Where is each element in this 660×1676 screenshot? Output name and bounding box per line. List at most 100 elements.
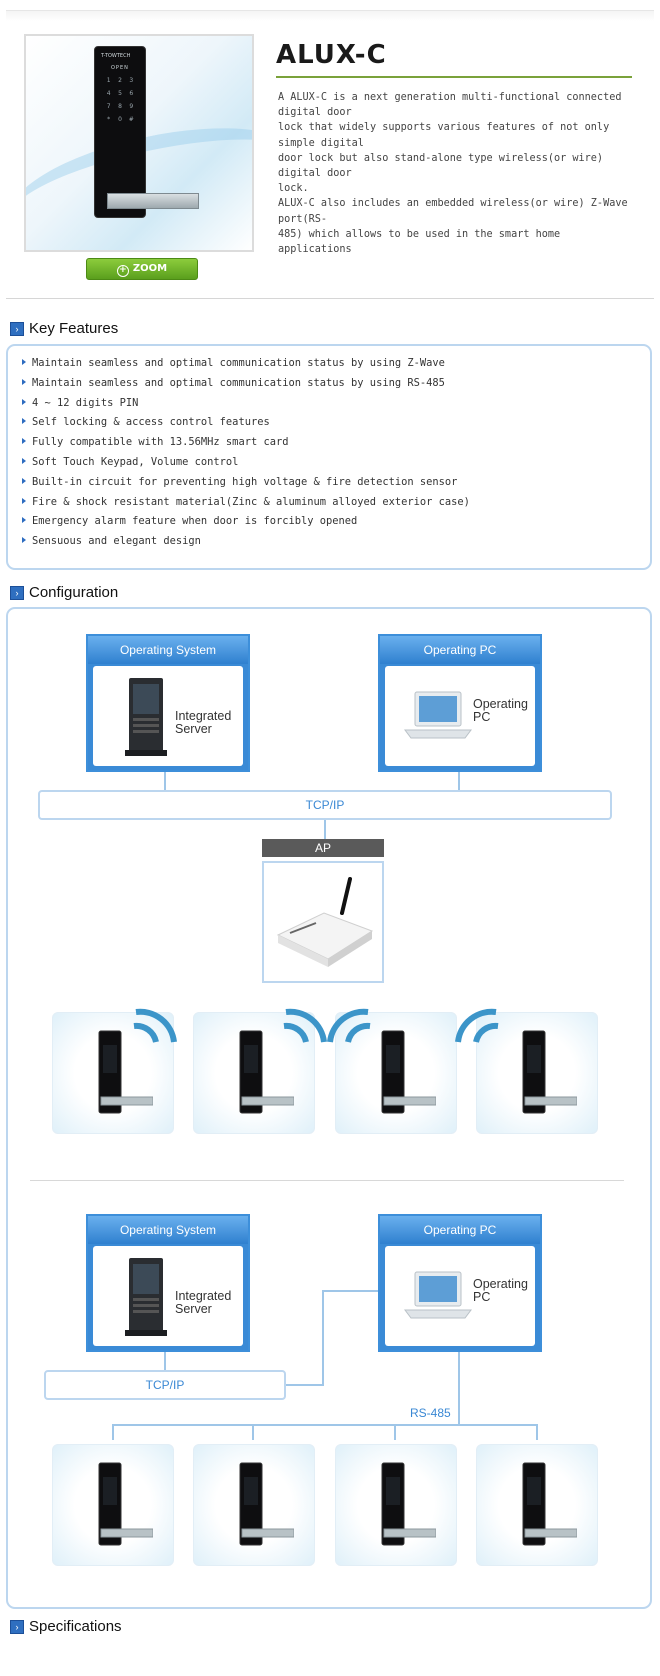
wifi-signal-icon — [283, 1008, 327, 1043]
configuration-divider — [30, 1180, 624, 1181]
pc-label-line: Operating — [473, 697, 528, 711]
laptop-icon — [404, 691, 472, 739]
feature-text: Built-in circuit for preventing high vol… — [32, 475, 458, 488]
description-line: door lock but also stand-alone type wire… — [278, 152, 604, 180]
bullet-arrow-icon — [22, 497, 26, 504]
feature-item: Fully compatible with 13.56MHz smart car… — [22, 433, 650, 453]
door-lock-card — [193, 1012, 315, 1134]
lock-key: 0 — [118, 116, 122, 123]
door-lock-card — [335, 1444, 457, 1566]
connector-line — [394, 1424, 396, 1440]
description-line: ALUX-C also includes an embedded wireles… — [278, 198, 628, 225]
configuration-heading-text: Configuration — [29, 584, 119, 601]
connector-line — [536, 1424, 538, 1440]
server-tower-icon — [125, 678, 167, 756]
description-line: A ALUX-C is a next generation multi-func… — [278, 92, 622, 119]
header-divider — [6, 298, 654, 299]
panel-body: Operating PC — [385, 666, 535, 766]
pc-label-line: PC — [473, 710, 491, 724]
door-lock-card — [476, 1444, 598, 1566]
description-line: lock that widely supports various featur… — [278, 122, 610, 149]
bullet-arrow-icon — [22, 378, 26, 385]
server-label-line: Server — [175, 722, 212, 736]
bullet-arrow-icon — [22, 438, 26, 445]
server-label-line: Integrated — [175, 1289, 232, 1303]
feature-item: Emergency alarm feature when door is for… — [22, 512, 650, 532]
lock-brand-logo: T-TOWTECH — [101, 53, 131, 59]
wifi-signal-icon — [133, 1008, 177, 1043]
bullet-arrow-icon — [22, 517, 26, 524]
panel-title: Operating System — [88, 636, 248, 664]
bullet-arrow-icon — [22, 398, 26, 405]
lock-key: 4 — [106, 90, 111, 97]
door-lock-card — [52, 1012, 174, 1134]
tcp-ip-bus: TCP/IP — [44, 1370, 286, 1400]
door-lock-icon — [98, 1462, 153, 1546]
door-lock-icon — [239, 1030, 294, 1114]
server-label: Integrated Server — [175, 710, 231, 736]
feature-text: Emergency alarm feature when door is for… — [32, 515, 358, 528]
panel-title: Operating PC — [380, 636, 540, 664]
product-title: ALUX-C — [276, 40, 387, 70]
connector-line — [112, 1424, 114, 1440]
door-lock-icon — [381, 1462, 436, 1546]
laptop-icon — [404, 1271, 472, 1319]
connector-line — [324, 817, 326, 839]
key-features-box: Maintain seamless and optimal communicat… — [6, 344, 652, 570]
feature-text: Soft Touch Keypad, Volume control — [32, 455, 239, 468]
feature-item: Self locking & access control features — [22, 413, 650, 433]
door-lock-icon — [98, 1030, 153, 1114]
section-arrow-icon: › — [10, 586, 24, 600]
specifications-heading: ›Specifications — [10, 1618, 122, 1635]
connector-line — [164, 770, 166, 790]
feature-text: Maintain seamless and optimal communicat… — [32, 376, 445, 389]
operating-pc-panel: Operating PC Operating PC — [378, 1214, 542, 1352]
wifi-signal-icon — [327, 1008, 371, 1043]
feature-item: Maintain seamless and optimal communicat… — [22, 354, 650, 374]
pc-label-line: PC — [473, 1290, 491, 1304]
connector-line — [322, 1290, 380, 1292]
operating-system-panel: Operating System Integrated Server — [86, 1214, 250, 1352]
specifications-heading-text: Specifications — [29, 1618, 122, 1635]
door-lock-icon — [381, 1030, 436, 1114]
bullet-arrow-icon — [22, 477, 26, 484]
door-lock-card — [476, 1012, 598, 1134]
bullet-arrow-icon — [22, 359, 26, 365]
lock-handle — [107, 193, 199, 209]
door-lock-icon — [522, 1030, 577, 1114]
operating-pc-panel: Operating PC Operating PC — [378, 634, 542, 772]
connector-line — [322, 1290, 324, 1386]
pc-label: Operating PC — [473, 1278, 528, 1304]
configuration-heading: › Configuration — [10, 584, 118, 601]
tcp-ip-label: TCP/IP — [145, 1378, 185, 1392]
bullet-arrow-icon — [22, 537, 26, 544]
server-label-line: Server — [175, 1302, 212, 1316]
pc-label: Operating PC — [473, 698, 528, 724]
connector-line — [458, 1350, 460, 1426]
wireless-router-icon — [276, 877, 374, 967]
tcp-ip-label: TCP/IP — [305, 798, 345, 812]
pc-label-line: Operating — [473, 1277, 528, 1291]
operating-system-panel: Operating System Integrated Server — [86, 634, 250, 772]
feature-item: Built-in circuit for preventing high vol… — [22, 473, 650, 493]
server-tower-icon — [125, 1258, 167, 1336]
panel-body: Integrated Server — [93, 1246, 243, 1346]
panel-title: Operating System — [88, 1216, 248, 1244]
lock-open-label: OPEN — [111, 65, 129, 71]
server-label: Integrated Server — [175, 1290, 231, 1316]
rs485-bus-line — [112, 1424, 538, 1426]
zoom-button[interactable]: +ZOOM — [86, 258, 198, 280]
zoom-label: ZOOM — [132, 263, 168, 274]
lock-key: 2 — [118, 77, 122, 84]
panel-title: Operating PC — [380, 1216, 540, 1244]
connector-line — [164, 1350, 166, 1370]
door-lock-card — [52, 1444, 174, 1566]
access-point-frame — [262, 861, 384, 983]
lock-key: 7 — [106, 103, 111, 110]
lock-key: 3 — [129, 77, 134, 84]
lock-key: 1 — [106, 77, 111, 84]
feature-text: Fully compatible with 13.56MHz smart car… — [32, 436, 289, 449]
product-description: A ALUX-C is a next generation multi-func… — [278, 90, 638, 257]
key-features-heading: ›Key Features — [10, 320, 118, 337]
bullet-arrow-icon — [22, 418, 26, 425]
